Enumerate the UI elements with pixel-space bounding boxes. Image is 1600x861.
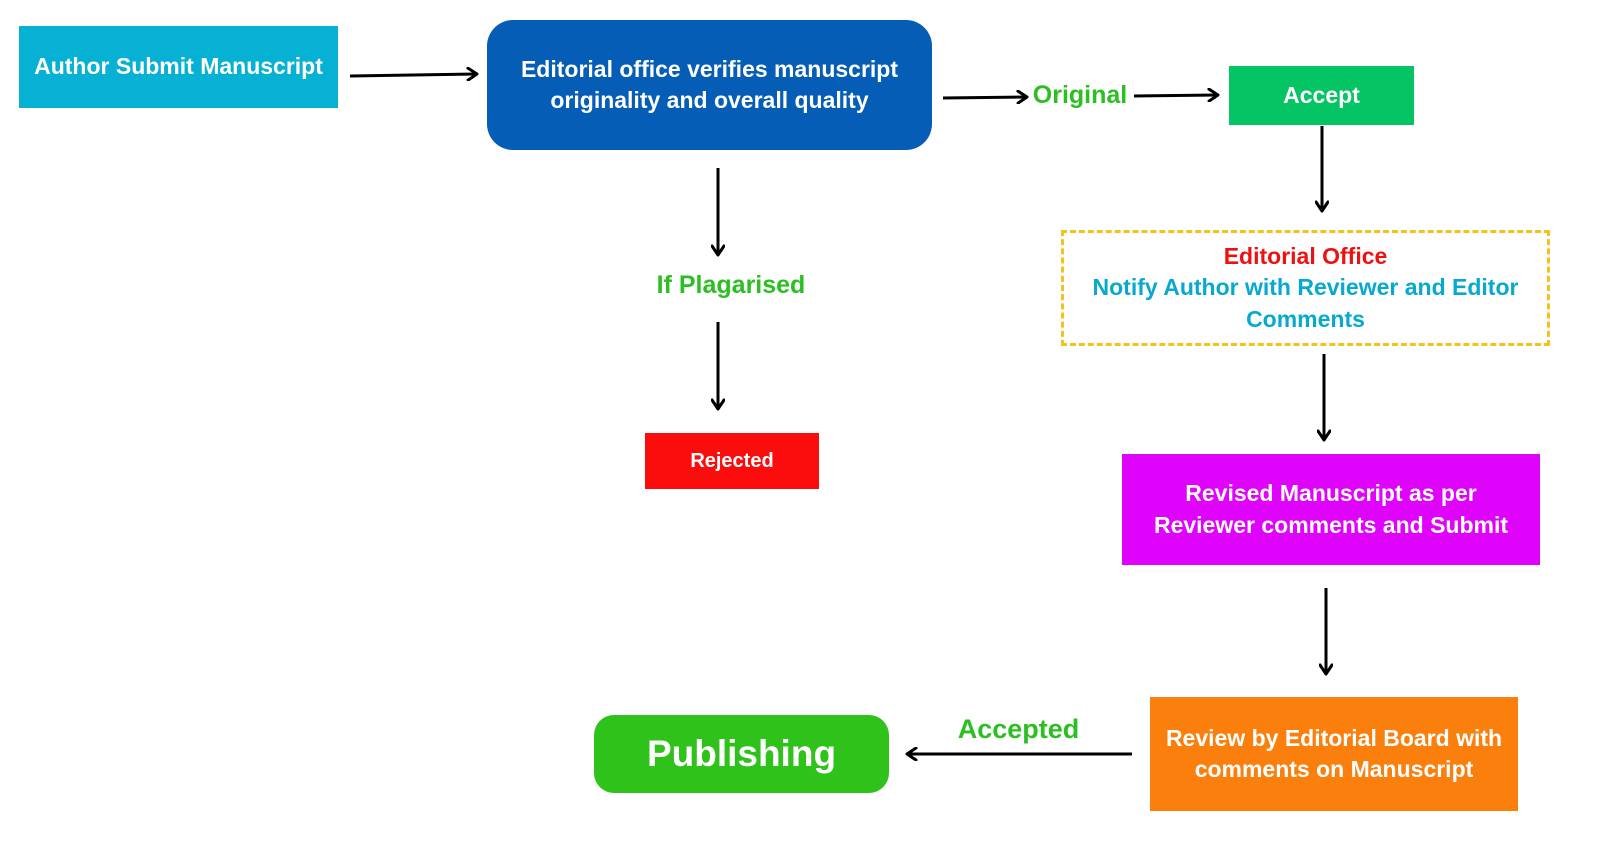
edge-label-accepted: Accepted — [957, 714, 1080, 744]
editorial-office-title: Editorial Office — [1223, 243, 1388, 270]
edge-label-original: Original — [1032, 81, 1128, 109]
notify-author-text: Notify Author with Reviewer and Editor C… — [1092, 274, 1519, 332]
publishing-node: Publishing — [594, 715, 889, 793]
author-submit-text: Author Submit Manuscript — [34, 53, 323, 80]
editorial-verify-text: Editorial office verifies manuscript ori… — [520, 55, 899, 113]
notify-author-node: Editorial Office Notify Author with Revi… — [1061, 230, 1550, 346]
rejected-node: Rejected — [645, 433, 819, 489]
revised-manuscript-text: Revised Manuscript as per Reviewer comme… — [1153, 480, 1509, 538]
arrow-original-to-accept — [1133, 95, 1217, 96]
review-board-text: Review by Editorial Board with comments … — [1165, 724, 1503, 782]
revised-manuscript-node: Revised Manuscript as per Reviewer comme… — [1122, 454, 1540, 565]
arrow-editorial-to-original — [942, 97, 1026, 98]
editorial-verify-node: Editorial office verifies manuscript ori… — [487, 20, 932, 150]
accept-node: Accept — [1229, 66, 1414, 125]
author-submit-node: Author Submit Manuscript — [19, 26, 338, 108]
review-board-node: Review by Editorial Board with comments … — [1150, 697, 1518, 811]
arrow-author-to-editorial — [349, 74, 476, 76]
publishing-text: Publishing — [646, 733, 837, 775]
accept-text: Accept — [1283, 81, 1360, 108]
edge-label-if-plagarised: If Plagarised — [656, 271, 806, 299]
rejected-text: Rejected — [690, 449, 774, 472]
